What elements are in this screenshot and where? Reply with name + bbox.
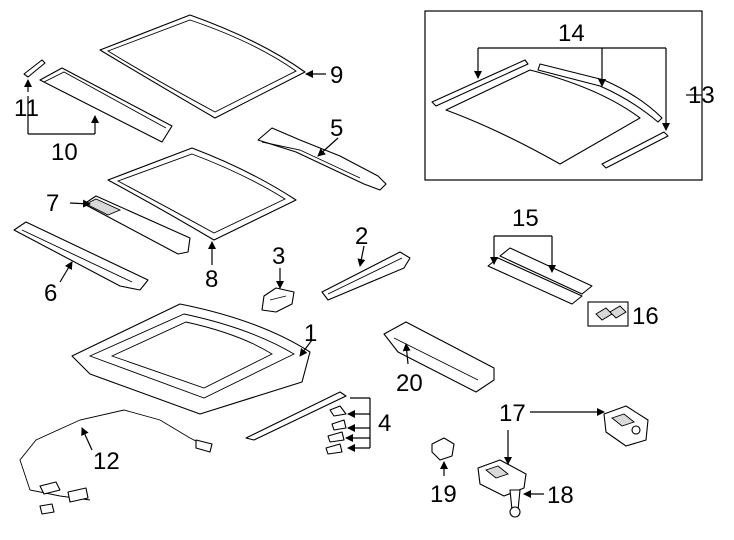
leader-12 [81, 427, 93, 451]
leader-2 [357, 245, 366, 267]
part-2-bracket-rail [321, 251, 411, 301]
leader-20 [402, 343, 411, 365]
callout-20: 20 [396, 370, 423, 397]
callout-1: 1 [304, 320, 317, 347]
callout-3: 3 [272, 243, 285, 270]
callout-6: 6 [44, 280, 57, 307]
part-3-bracket [261, 287, 295, 313]
callout-2: 2 [355, 223, 368, 250]
leader-1 [299, 339, 313, 357]
callout-16: 16 [632, 303, 659, 330]
part-16-clips [595, 305, 627, 321]
callout-5: 5 [330, 115, 343, 142]
callout-9: 9 [330, 62, 343, 89]
callout-15: 15 [512, 205, 539, 232]
callout-19: 19 [430, 481, 457, 508]
callout-13: 13 [688, 82, 715, 109]
part-17-motor-lower [477, 459, 527, 497]
part-15-seals [487, 247, 593, 305]
callout-12: 12 [93, 448, 120, 475]
callout-11: 11 [14, 95, 39, 122]
callout-7: 7 [46, 190, 59, 217]
leader-7 [69, 199, 91, 208]
part-4-trim-and-clips [245, 391, 347, 455]
part-9-glass-panel [99, 14, 306, 119]
part-13-glass-assembly [431, 59, 669, 169]
callout-17: 17 [499, 400, 526, 427]
part-5-rail-bracket [257, 127, 387, 191]
part-17-motor [603, 405, 649, 447]
callout-18: 18 [547, 482, 574, 509]
callout-4: 4 [378, 410, 391, 437]
part-6-side-rail [13, 221, 149, 291]
part-10-wind-deflector [39, 67, 173, 143]
callout-8: 8 [205, 266, 218, 293]
callout-14: 14 [558, 20, 585, 47]
part-19-pad [431, 437, 455, 461]
part-8-frame-seal [107, 147, 297, 241]
callout-10: 10 [51, 139, 78, 166]
part-1-sunroof-frame [71, 303, 311, 415]
leader-6 [59, 261, 73, 283]
part-12-wiring-harness [19, 409, 213, 515]
leader-5 [317, 137, 339, 157]
part-7-shade-rail [83, 195, 191, 255]
part-11-seal [23, 59, 46, 78]
part-18-screw [509, 489, 521, 518]
